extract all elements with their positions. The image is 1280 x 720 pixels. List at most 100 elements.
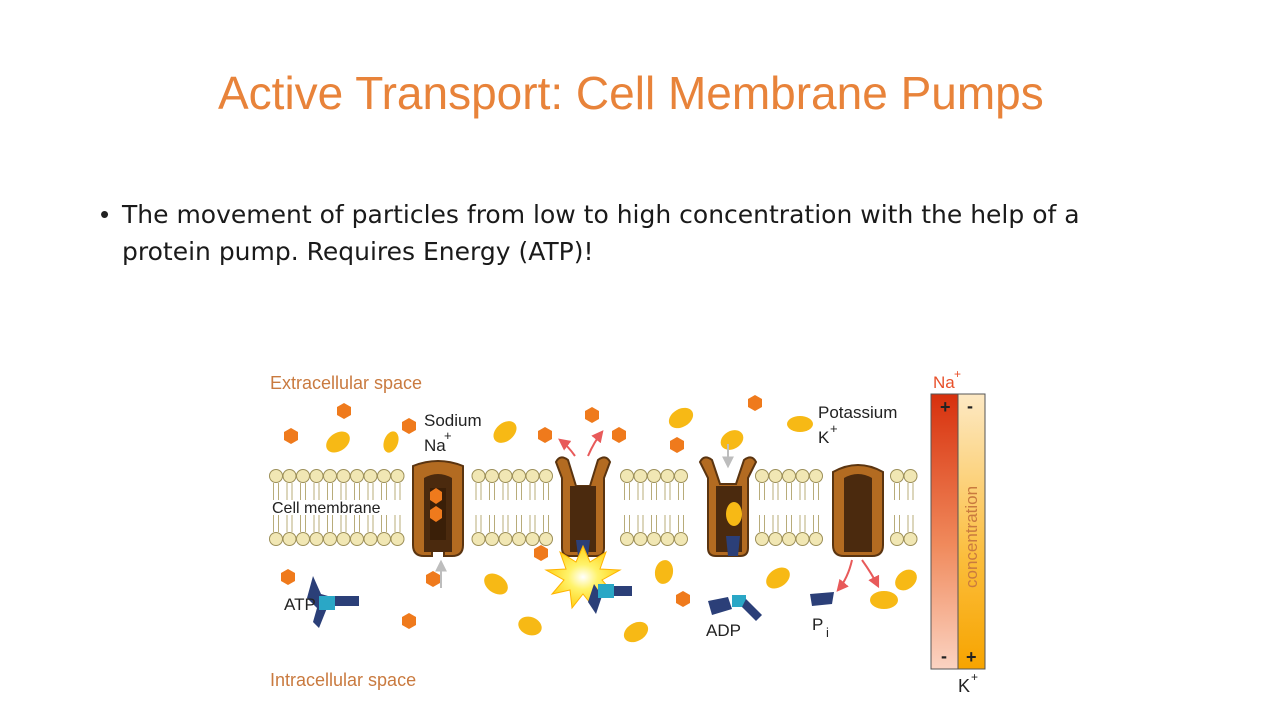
phospholipid-head: [282, 469, 297, 483]
phospholipid-head: [903, 469, 918, 483]
potassium-ion: [766, 567, 790, 589]
phospholipid-head: [660, 469, 675, 483]
na-bar-charge-label: +: [954, 367, 961, 381]
phospholipid-head: [498, 532, 513, 546]
phospholipid-head: [768, 469, 783, 483]
potassium-ion: [895, 569, 917, 591]
sodium-ion: [676, 591, 690, 607]
phospholipid-head: [471, 469, 486, 483]
potassium-ion: [654, 560, 674, 584]
potassium-ion: [518, 616, 542, 636]
phospholipid-head: [660, 532, 675, 546]
atp-molecule-icon: [307, 576, 359, 628]
phosphate-molecule-icon: [810, 592, 834, 606]
phospholipid-head: [647, 469, 661, 483]
adp-label: ADP: [706, 621, 741, 640]
sodium-ion: [585, 407, 599, 423]
sodium-charge-label: +: [444, 428, 452, 443]
phospholipid-head: [755, 469, 769, 483]
phospholipid-head: [269, 532, 283, 546]
potassium-ion: [326, 431, 350, 453]
phospholipid-head: [809, 532, 823, 546]
potassium-ion: [484, 573, 508, 595]
phospholipid-head: [282, 532, 297, 546]
intracellular-space-label: Intracellular space: [270, 670, 416, 690]
slide-title: Active Transport: Cell Membrane Pumps: [218, 67, 1044, 119]
potassium-charge-label: +: [830, 421, 838, 436]
phospholipid-head: [647, 532, 661, 546]
adp-molecule-icon: [708, 595, 762, 621]
phospholipid-head: [782, 532, 796, 546]
concentration-axis-label: concentration: [962, 486, 981, 588]
phospholipid-head: [485, 532, 499, 546]
na-low-sign: -: [941, 646, 947, 666]
phospholipid-head: [390, 469, 405, 483]
phospholipid-head: [323, 469, 337, 483]
sodium-ion: [281, 569, 295, 585]
potassium-ion: [726, 502, 742, 526]
sodium-ion: [430, 506, 442, 522]
bullet-marker: •: [100, 199, 110, 229]
phospholipid-head: [890, 532, 904, 546]
phospholipid-head: [525, 469, 540, 483]
phosphate-label: P: [812, 615, 823, 634]
pump-state-4: [832, 464, 884, 557]
potassium-ion: [870, 591, 898, 609]
sodium-ion: [426, 571, 440, 587]
phospholipid-head: [471, 532, 486, 546]
potassium-concentration-bar: [957, 393, 986, 670]
phospholipid-head: [795, 532, 810, 546]
energy-burst-icon: [544, 544, 622, 610]
sodium-ion: [534, 545, 548, 561]
phospholipid-head: [296, 532, 310, 546]
phospholipid-head: [633, 532, 648, 546]
sodium-label: Sodium: [424, 411, 482, 430]
sodium-ion: [337, 403, 351, 419]
phospholipid-head: [512, 532, 526, 546]
atp-label: ATP: [284, 595, 316, 614]
sodium-ion: [612, 427, 626, 443]
sodium-ion: [538, 427, 552, 443]
phospholipid-head: [620, 469, 634, 483]
potassium-ion: [383, 431, 399, 453]
potassium-ion: [787, 416, 813, 432]
potassium-ion: [623, 621, 649, 643]
phospholipid-head: [525, 532, 540, 546]
phospholipid-head: [498, 469, 513, 483]
phospholipid-head: [363, 532, 378, 546]
sodium-ion: [402, 418, 416, 434]
phospholipid-head: [795, 469, 810, 483]
phospholipid-head: [309, 532, 324, 546]
phospholipid-head: [539, 532, 553, 546]
phospholipid-head: [512, 469, 526, 483]
phospholipid-head: [633, 469, 648, 483]
potassium-ion: [720, 430, 744, 450]
phospholipid-head: [296, 469, 310, 483]
bullet-text: The movement of particles from low to hi…: [122, 200, 1080, 266]
sodium-symbol-label: Na: [424, 436, 446, 455]
extracellular-space-label: Extracellular space: [270, 373, 422, 393]
phospholipid-head: [350, 469, 364, 483]
phospholipid-head: [363, 469, 378, 483]
potassium-ion: [493, 421, 517, 443]
sodium-ion: [670, 437, 684, 453]
flow-arrows: [435, 430, 880, 592]
potassium-label: Potassium: [818, 403, 897, 422]
phospholipid-head: [539, 469, 553, 483]
phospholipid-head: [485, 469, 499, 483]
sodium-ion: [402, 613, 416, 629]
phospholipid-head: [377, 532, 391, 546]
k-bar-charge-label: +: [971, 670, 978, 684]
na-high-sign: +: [940, 397, 951, 417]
phospholipid-head: [323, 532, 337, 546]
cell-membrane-label: Cell membrane: [272, 500, 381, 517]
sodium-ion: [748, 395, 762, 411]
pump-state-2: [554, 456, 612, 557]
atp-molecule-icon: [588, 584, 632, 614]
na-bar-label: Na: [933, 373, 955, 392]
k-high-sign: +: [966, 647, 977, 667]
sodium-concentration-bar: [930, 393, 959, 670]
phospholipid-head: [620, 532, 634, 546]
potassium-symbol-label: K: [818, 428, 830, 447]
